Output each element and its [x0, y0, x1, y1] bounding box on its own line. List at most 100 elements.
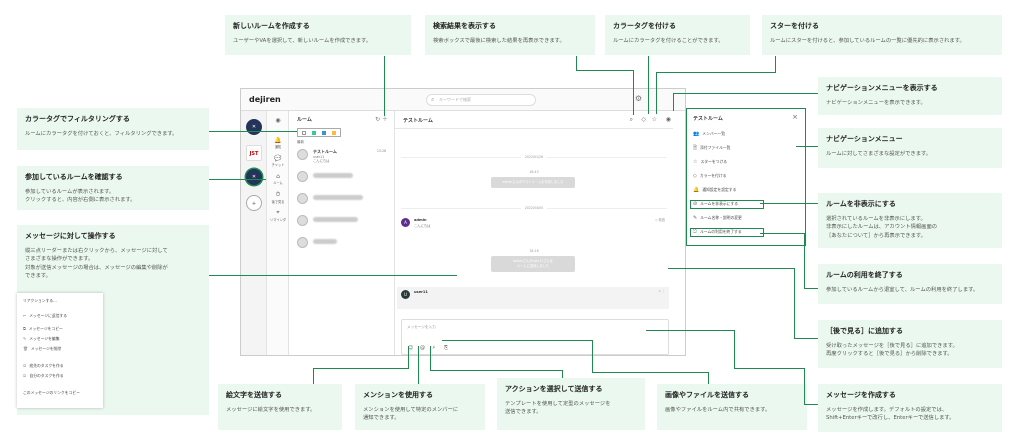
search-icon[interactable]: ⌕ — [629, 116, 633, 123]
nav-item-color[interactable]: ◇カラーを付ける — [693, 173, 727, 179]
connector — [430, 346, 431, 370]
mention-icon[interactable]: @ — [420, 345, 425, 351]
connector — [796, 146, 818, 147]
edit-item[interactable]: ✎メッセージを編集 — [23, 336, 60, 341]
menu-remind[interactable]: ⌖リマインダ — [267, 209, 289, 222]
main-menu: ◉ 🔔通知 💬チャット ⌂ルーム ⏱後で見る ⌖リマインダ — [267, 111, 289, 355]
tag-none-icon[interactable] — [302, 131, 306, 135]
room-list-header: ルーム — [297, 117, 312, 123]
nav-item-files[interactable]: 🗎添付ファイル一覧 — [693, 145, 731, 151]
message[interactable]: U user11 ◇ ⋮ — [397, 287, 669, 309]
connector — [209, 131, 297, 132]
app-window: dejiren ⌕キーワードで検索 ⚙ ✕ JST ✕ + ◉ 🔔通知 💬チャッ… — [240, 88, 686, 356]
connector — [656, 72, 657, 114]
workspace-icon[interactable]: ✕ — [246, 169, 262, 185]
refresh-icon[interactable]: ↻ ＋ — [375, 116, 388, 123]
annotation-nav-show: ナビゲーションメニューを表示するナビゲーションメニューを表示できます。 — [818, 77, 1002, 115]
reply-item[interactable]: ↩メッセージに返信する — [23, 313, 68, 318]
exit-icon: ⎋ — [693, 229, 697, 235]
menu-notify[interactable]: 🔔通知 — [267, 137, 289, 149]
connector — [804, 288, 818, 289]
connector — [673, 93, 818, 94]
later-icon[interactable]: ◇ 既読 — [655, 218, 665, 222]
eye-off-icon: ⊘ — [693, 201, 698, 207]
connector — [804, 368, 805, 404]
copy-icon: ⧉ — [23, 326, 26, 331]
room-item[interactable] — [297, 213, 390, 231]
tag-icon: ⌖ — [276, 209, 280, 216]
system-message: adminさんがテストルームを作成しました — [491, 177, 575, 188]
time-label: 18:43 — [395, 170, 673, 174]
nav-item-notify[interactable]: 🔔通知設定を設定する — [693, 187, 737, 193]
nav-menu-panel: テストルーム × 👥メンバー一覧 🗎添付ファイル一覧 ☆スターをつける ◇カラー… — [686, 108, 806, 246]
connector — [794, 268, 795, 338]
connector — [576, 56, 577, 70]
task-to-item[interactable]: ☑宛先のタスクを作る — [23, 363, 64, 368]
add-workspace-icon[interactable]: + — [246, 195, 262, 211]
date-separator: 2022/01/26 — [395, 155, 673, 159]
room-item[interactable] — [297, 235, 390, 253]
chat-header: テストルーム ⌕ ◇ ☆ ◉ — [395, 111, 673, 129]
tag-orange-icon[interactable] — [332, 131, 336, 135]
reaction-item[interactable]: リアクションする... — [23, 298, 57, 303]
copy-item[interactable]: ⧉メッセージをコピー — [23, 326, 63, 331]
emoji-icon[interactable]: ☺ — [408, 345, 414, 351]
connector — [592, 340, 593, 372]
connector — [418, 346, 419, 384]
task-icon: ☑ — [23, 373, 27, 378]
room-avatar — [297, 149, 308, 160]
room-item[interactable] — [297, 191, 390, 209]
menu-room[interactable]: ⌂ルーム — [267, 173, 289, 185]
search-input[interactable]: ⌕キーワードで検索 — [426, 94, 536, 106]
connector — [592, 372, 708, 373]
attach-icon[interactable]: ⎘ — [444, 345, 449, 351]
more-icon[interactable]: ◇ ⋮ — [658, 289, 665, 293]
message-input[interactable]: メッセージを入力 ☺ @ ⚡ ⎘ — [401, 319, 669, 355]
connector — [209, 179, 266, 180]
nav-item-leave[interactable]: ⎋ルームの利用を終了する — [693, 229, 742, 235]
nav-title: テストルーム — [693, 116, 723, 122]
avatar[interactable]: ◉ — [275, 117, 281, 124]
task-self-item[interactable]: ☑自分のタスクを作る — [23, 373, 64, 378]
tag-icon[interactable]: ◇ — [641, 116, 646, 123]
time-label: 18:18 — [395, 249, 673, 253]
star-icon[interactable]: ☆ — [651, 116, 657, 123]
workspace-icon[interactable]: ✕ — [246, 119, 262, 135]
connector — [673, 93, 674, 111]
date-separator: 2022/04/05 — [395, 206, 673, 210]
nav-item-hide[interactable]: ⊘ルームを非表示にする — [693, 201, 739, 207]
chat-pane: テストルーム ⌕ ◇ ☆ ◉ 2022/01/26 18:43 adminさんが… — [395, 111, 673, 355]
menu-later[interactable]: ⏱後で見る — [267, 191, 289, 204]
annotation-search-results: 検索結果を表示する検索ボックスで最後に検索した結果を再表示できます。 — [425, 15, 595, 55]
connector — [804, 404, 818, 405]
nav-item-rename[interactable]: ✎ルーム名称・説明の変更 — [693, 215, 742, 221]
settings-icon[interactable]: ⚙ — [634, 94, 642, 103]
nav-item-star[interactable]: ☆スターをつける — [693, 159, 728, 165]
annotation-hide-room: ルームを非表示にする選択されているルームを非表示にします。 非表示にしたルームは… — [818, 193, 1002, 248]
nav-item-members[interactable]: 👥メンバー一覧 — [693, 131, 726, 137]
annotation-emoji: 絵文字を送信するメッセージに絵文字を使用できます。 — [218, 384, 342, 430]
action-icon[interactable]: ⚡ — [432, 345, 436, 351]
connector — [384, 56, 385, 116]
workspace-icon[interactable]: JST — [246, 145, 262, 161]
connector — [708, 372, 709, 384]
connector — [633, 70, 634, 115]
message[interactable]: A admin こんにちは ◇ 既読 — [397, 215, 669, 237]
tag-green-icon[interactable] — [312, 131, 316, 135]
connector — [648, 56, 649, 114]
connector — [430, 370, 562, 371]
color-tag-filter[interactable] — [297, 128, 341, 137]
reply-icon: ↩ — [23, 313, 27, 318]
close-icon[interactable]: × — [792, 113, 798, 121]
annotation-end-room: ルームの利用を終了する参加しているルームから退室して、ルームの利用を終了します。 — [818, 264, 1002, 304]
menu-chat[interactable]: 💬チャット — [267, 155, 289, 167]
logo: dejiren — [249, 95, 281, 104]
copy-link-item[interactable]: このメッセージのリンクをコピー — [23, 390, 80, 395]
tag-blue-icon[interactable] — [322, 131, 326, 135]
delete-item[interactable]: 🗑メッセージを削除 — [23, 346, 62, 351]
avatar[interactable]: ◉ — [665, 116, 671, 123]
room-item[interactable] — [297, 169, 390, 187]
connector — [804, 233, 805, 288]
